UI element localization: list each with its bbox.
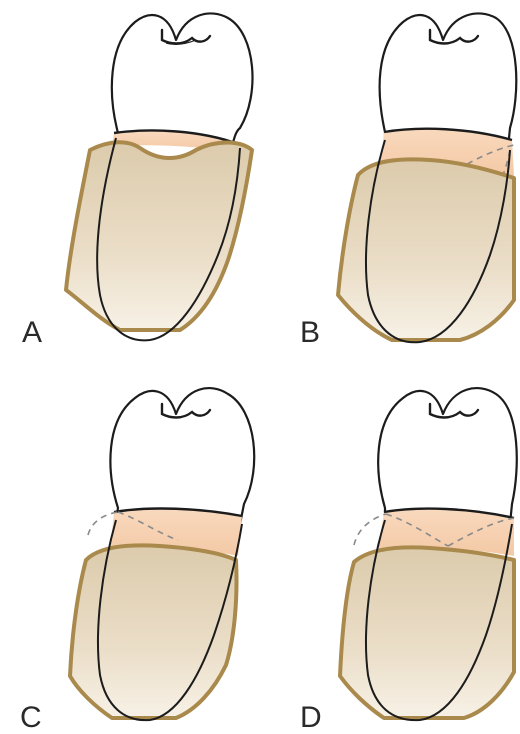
gingiva (70, 545, 237, 718)
gingiva (338, 159, 514, 340)
panel-label-d: D (300, 701, 322, 734)
tooth-crown (110, 388, 254, 524)
panel-label-c: C (20, 701, 42, 734)
tooth-crown (112, 13, 253, 146)
panel-c: C (20, 388, 254, 734)
panel-b: B (300, 13, 516, 349)
tooth-crown (378, 388, 517, 524)
panel-label-b: B (300, 316, 320, 349)
panel-a: A (22, 13, 253, 349)
panel-d: D (300, 388, 517, 734)
tooth-crown (380, 13, 517, 148)
panel-label-a: A (22, 316, 42, 349)
